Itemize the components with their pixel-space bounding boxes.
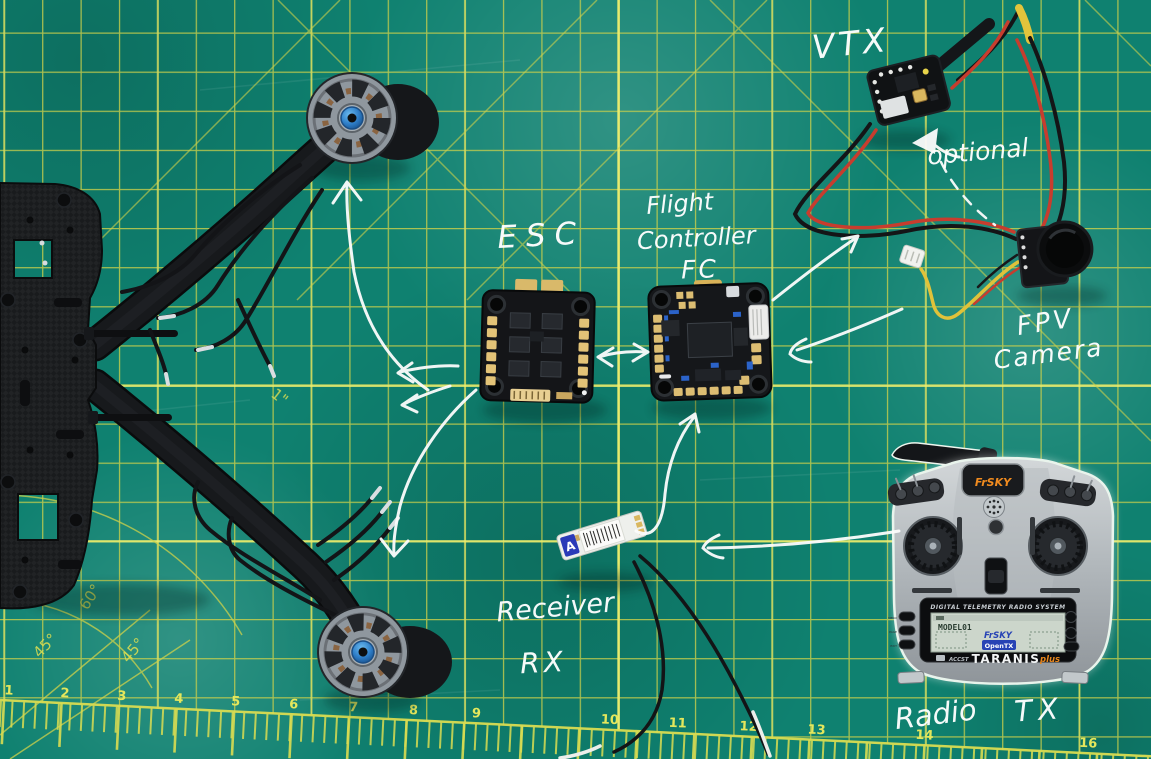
radio-transmitter: FrSKY DIGITAL TELEMETRY RADIO SYSTEM M: [887, 442, 1115, 685]
ruler-number: 9: [472, 706, 482, 721]
radio-brand-logo: FrSKY: [975, 476, 1012, 489]
label-vtx: VTX: [810, 20, 891, 67]
frame-main-plate: [0, 181, 104, 610]
flight-controller-board: [647, 279, 773, 402]
fpv-camera: [1016, 220, 1094, 289]
mcu-chip: [686, 321, 733, 359]
label-esc: ESC: [496, 215, 586, 256]
lcd-banner-text: DIGITAL TELEMETRY RADIO SYSTEM: [930, 604, 1065, 611]
wire-bullet-tips: [158, 314, 400, 530]
mat-ruler: 1 2 3 4 5 6 7 8 9 10 11 12 13 14 16: [0, 683, 1151, 759]
arrow-esc-to-frame-upper: [396, 361, 460, 384]
vtx-button: [911, 88, 928, 104]
ruler-number: 11: [668, 716, 687, 732]
ruler-number: 4: [174, 692, 184, 707]
vtx-board: [866, 54, 951, 126]
lcd-model-name: MODEL01: [938, 623, 972, 632]
hand-drawn-arrows: [331, 128, 997, 560]
mat-diagonal-lines: [39, 0, 1151, 442]
exit-button-label: EXIT: [890, 644, 897, 648]
label-tx: TX: [1013, 691, 1065, 728]
ruler-number: 5: [231, 694, 241, 709]
brand-plate: [961, 463, 1025, 497]
label-fc: FC: [681, 254, 720, 284]
ruler-number: 1: [4, 683, 14, 698]
receiver-sticker: [560, 534, 580, 557]
ruler-number: 2: [60, 686, 70, 701]
arrow-esc-to-bottom-motor: [379, 388, 478, 558]
lcd-screen: MODEL01 FrSKY OpenTX: [930, 612, 1066, 653]
ruler-number: 14: [915, 728, 934, 744]
right-switch-pod: [1039, 475, 1097, 507]
lcd-os-badge: OpenTX: [985, 642, 1014, 650]
arrow-esc-fc-bidirectional: [596, 342, 650, 368]
arrow-fc-to-vtx: [771, 234, 860, 302]
arrow-camera-to-fc: [788, 307, 904, 364]
radio-bottom-text: ACCST TARANIS plus: [936, 652, 1060, 666]
boot-button: [726, 285, 740, 298]
motor-top: [306, 72, 398, 164]
ruler-number: 6: [289, 697, 299, 712]
right-gimbal: [1028, 516, 1088, 576]
loose-screws: [84, 327, 178, 424]
left-gimbal: [903, 516, 963, 576]
ruler-numbers: 1 2 3 4 5 6 7 8 9 10 11 12 13 14 16: [4, 683, 1098, 751]
handwritten-labels: VTX optional ESC Flight Controller FC FP…: [495, 20, 1105, 736]
vtx-wiring: [792, 4, 1067, 250]
esc-led: [581, 390, 587, 396]
ruler-number: 8: [409, 703, 419, 718]
esc-board: [479, 278, 596, 404]
camera-jst-connector: [899, 244, 926, 269]
arrow-esc-to-top-motor: [331, 180, 430, 392]
label-flight: Flight: [645, 187, 715, 220]
arrow-receiver-to-fc: [634, 412, 701, 535]
vtx-shield: [879, 95, 909, 119]
frame-plate-details: [0, 192, 178, 600]
page-button-label: PAGE: [889, 630, 897, 634]
menu-button-label: MENU: [888, 616, 897, 620]
accst-label: ACCST: [948, 657, 970, 663]
plus-label: plus: [1039, 655, 1060, 665]
label-rx: RX: [519, 645, 567, 680]
trim-switches: [912, 517, 1080, 593]
receiver-board: A: [556, 510, 648, 561]
arrow-optional-to-vtx: [912, 128, 961, 159]
ruler-number: 10: [600, 712, 619, 728]
ruler-number: 3: [117, 689, 127, 704]
carbon-frame: [0, 72, 452, 711]
rotary-dial: [987, 518, 1005, 536]
ruler-number: 16: [1079, 736, 1098, 752]
vtx-led: [922, 68, 929, 75]
menu-buttons: MENU PAGE EXIT: [888, 611, 1080, 652]
taranis-label: TARANIS: [972, 652, 1041, 666]
ruler-number: 13: [807, 722, 826, 738]
white-connector: [748, 304, 770, 340]
fpv-camera-cable: [919, 253, 1021, 320]
arrow-esc-to-frame-lower: [400, 384, 452, 414]
lcd-brand-logo: FrSKY: [984, 631, 1013, 641]
left-switch-pod: [887, 474, 945, 506]
dashed-optional-line: [939, 160, 997, 227]
mat-protractor: [0, 494, 243, 759]
receiver-antennas: [558, 554, 772, 759]
arrow-radio-to-receiver: [701, 529, 901, 560]
radio-feet: [897, 670, 1089, 685]
label-controller: Controller: [636, 221, 758, 255]
motor-wires: [120, 163, 392, 617]
